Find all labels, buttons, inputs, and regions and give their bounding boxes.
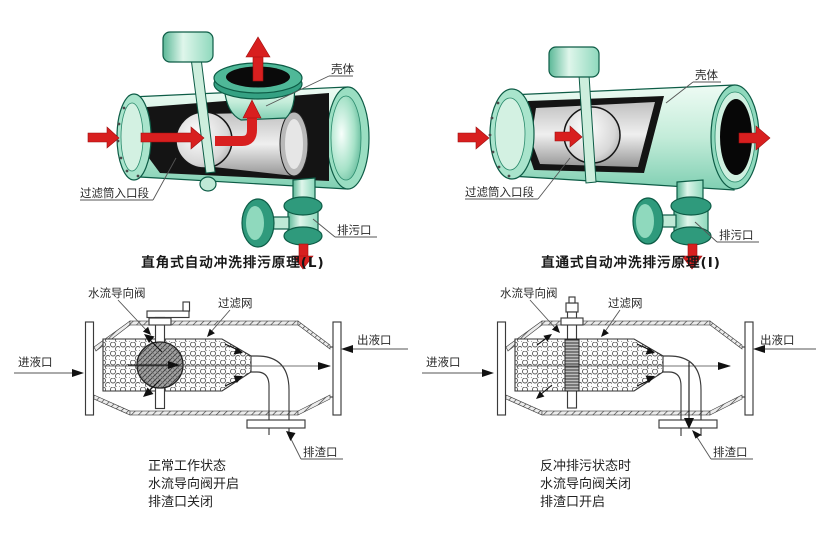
shell-label: 壳体 (331, 62, 354, 76)
internal-flow-arrow-icon (554, 125, 583, 148)
inlet-flange (488, 88, 535, 180)
inlet-flow-arrow-icon (457, 126, 490, 150)
valve-handle (146, 310, 190, 319)
status-line-3: 排渣口开启 (540, 495, 605, 510)
inlet-flange (116, 93, 152, 181)
caption-right-angle: 直角式自动冲洗排污原理(L) (141, 254, 324, 271)
outflow-arrow-icon (718, 362, 731, 370)
status-line-1: 正常工作状态 (148, 459, 226, 474)
taper-upper-arrow-icon (645, 347, 655, 355)
taper-lower-arrow-icon (645, 375, 655, 383)
outlet-label: 出液口 (760, 333, 795, 347)
shell-label: 壳体 (695, 68, 718, 82)
filter-inlet-label: 过滤筒入口段 (465, 185, 534, 199)
diverter-valve-label: 水流导向阀 (88, 286, 146, 300)
filter-inlet-label: 过滤筒入口段 (80, 186, 149, 200)
taper-lower-arrow-icon (233, 375, 243, 383)
inlet-label: 进液口 (18, 355, 53, 369)
inlet-flow-arrow-icon (87, 126, 120, 149)
status-line-2: 水流导向阀开启 (148, 476, 239, 492)
annotations: 水流导向阀 过滤网 进液口 出液口 排渣口 正常工作状态 水流导向阀开启 排渣口… (14, 286, 408, 510)
flow-arrows (87, 36, 314, 270)
outflow-arrow-icon (318, 362, 331, 370)
drain-valve-assembly (632, 179, 712, 246)
annotations: 壳体 过滤筒入口段 排污口 直角式自动冲洗排污原理(L) (80, 62, 377, 271)
caption-straight: 直通式自动冲洗排污原理(I) (541, 254, 721, 271)
valve-cap (565, 302, 579, 313)
diverter-valve-closed (564, 338, 580, 392)
flow-arrows (516, 334, 731, 429)
normal-operation-schematic: 水流导向阀 过滤网 进液口 出液口 排渣口 正常工作状态 水流导向阀开启 排渣口… (14, 286, 408, 510)
flow-arrows (104, 334, 331, 397)
down-left-arrow-icon (143, 387, 154, 397)
drain-down-arrow-icon (684, 418, 694, 429)
vessel-outline (84, 320, 342, 416)
diverter-valve-assembly (560, 296, 584, 409)
straight-filter-3d-diagram: 壳体 过滤筒入口段 排污口 直通式自动冲洗排污原理(I) (457, 46, 771, 271)
filter-mesh-label: 过滤网 (608, 296, 643, 310)
internal-flow-arrow-icon (140, 126, 205, 150)
inlet-label: 进液口 (426, 355, 461, 369)
outlet-flow-arrow-icon (738, 125, 771, 151)
outlet-label: 出液口 (357, 333, 392, 347)
filter-mesh-label: 过滤网 (218, 296, 253, 310)
right-angle-filter-3d-diagram: 壳体 过滤筒入口段 排污口 直角式自动冲洗排污原理(L) (80, 31, 377, 271)
status-line-1: 反冲排污状态时 (540, 459, 631, 474)
drain-valve-assembly (241, 177, 323, 248)
slag-outlet-label: 排渣口 (713, 445, 748, 459)
annotations: 水流导向阀 过滤网 进液口 出液口 排渣口 反冲排污状态时 水流导向阀关闭 排渣… (422, 286, 816, 510)
drain-label: 排污口 (337, 223, 372, 237)
status-line-3: 排渣口关闭 (148, 495, 213, 510)
outlet-flow-arrow-icon (252, 54, 264, 82)
status-line-2: 水流导向阀关闭 (540, 476, 631, 492)
diverter-valve-label: 水流导向阀 (500, 286, 558, 300)
drain-label: 排污口 (719, 228, 754, 242)
down-left-arrow-icon (536, 391, 545, 399)
up-left-arrow-icon (144, 334, 155, 343)
filter-mesh-element (514, 338, 664, 392)
turn-up-flow-arrow-icon (215, 116, 257, 146)
backflush-schematic: 水流导向阀 过滤网 进液口 出液口 排渣口 反冲排污状态时 水流导向阀关闭 排渣… (422, 286, 816, 510)
annotations: 壳体 过滤筒入口段 排污口 直通式自动冲洗排污原理(I) (465, 68, 759, 271)
flow-arrows (457, 125, 771, 270)
through-ball-arrow-icon (168, 361, 180, 369)
slag-outlet-label: 排渣口 (303, 445, 338, 459)
taper-upper-arrow-icon (233, 347, 243, 355)
up-right-arrow-icon (543, 334, 552, 342)
housing-body (508, 84, 760, 191)
valve-stem (162, 31, 216, 174)
elbow-drain-pipe (246, 355, 306, 435)
valve-stem (548, 46, 600, 184)
